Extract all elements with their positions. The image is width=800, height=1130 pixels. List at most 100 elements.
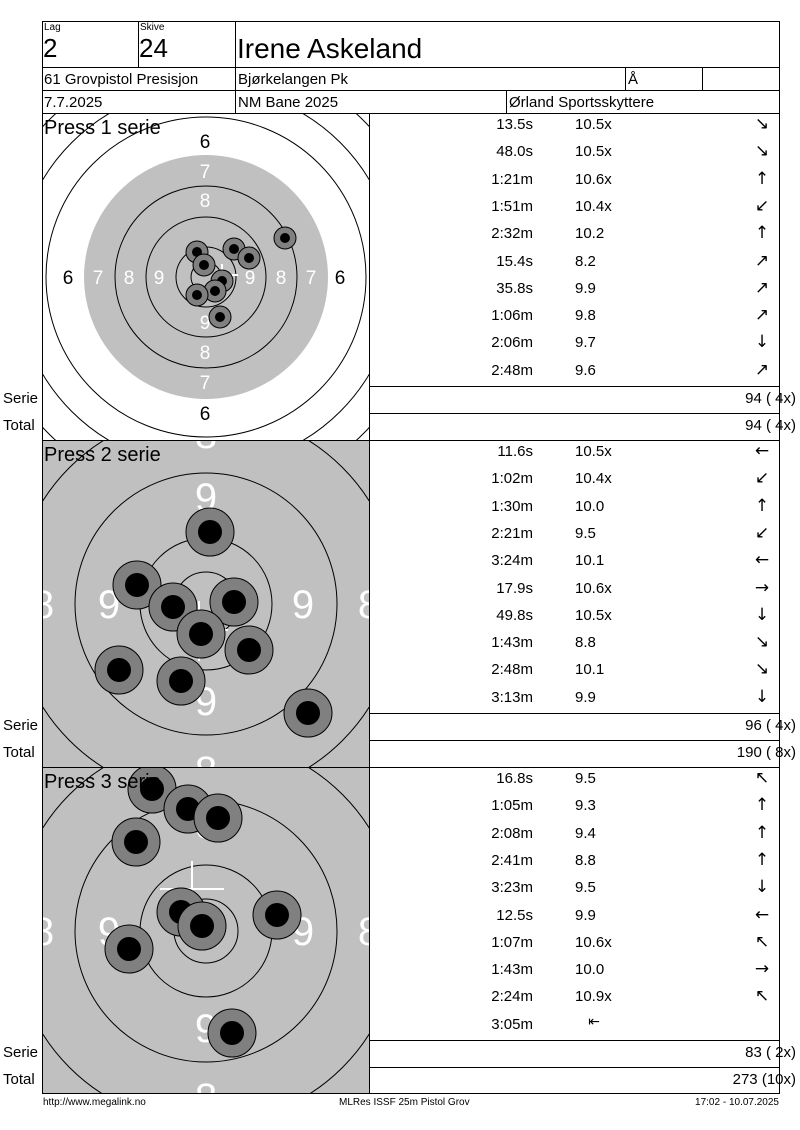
svg-text:8: 8 bbox=[200, 343, 211, 364]
event-name: NM Bane 2025 bbox=[238, 94, 339, 111]
direction-arrow-icon: ↖ bbox=[754, 931, 770, 952]
border bbox=[42, 1093, 780, 1094]
direction-arrow-icon: ↘ bbox=[754, 659, 770, 680]
shot-score: 9.9 bbox=[575, 906, 596, 924]
shot-time: 48.0s bbox=[496, 143, 533, 161]
skive-label: Skive bbox=[140, 22, 165, 33]
svg-text:7: 7 bbox=[306, 268, 317, 289]
shot-time: 2:48m bbox=[491, 361, 533, 379]
target-rings bbox=[43, 114, 369, 440]
direction-arrow-icon: ↑ bbox=[754, 168, 770, 189]
shot-time: 2:24m bbox=[491, 988, 533, 1006]
direction-arrow-icon: ← bbox=[754, 550, 770, 571]
shooter-name: Irene Askeland bbox=[237, 33, 423, 64]
shot-hole bbox=[176, 609, 226, 659]
shot-time: 2:48m bbox=[491, 661, 533, 679]
svg-text:6: 6 bbox=[200, 404, 211, 425]
svg-text:7: 7 bbox=[200, 162, 211, 183]
direction-arrow-icon: ← bbox=[754, 441, 770, 461]
shot-score: 9.8 bbox=[575, 307, 596, 325]
shot-hole bbox=[192, 253, 216, 277]
svg-text:8: 8 bbox=[200, 191, 211, 212]
border bbox=[138, 21, 139, 67]
shot-hole bbox=[185, 507, 235, 557]
border bbox=[369, 386, 780, 387]
shot-time: 2:06m bbox=[491, 334, 533, 352]
shot-score: 10.6x bbox=[575, 933, 612, 951]
svg-text:8: 8 bbox=[195, 441, 217, 457]
shot-score: 9.5 bbox=[575, 524, 596, 542]
date: 7.7.2025 bbox=[44, 94, 103, 111]
direction-arrow-icon: → bbox=[754, 959, 770, 980]
shot-hole bbox=[252, 890, 302, 940]
shot-time: 15.4s bbox=[496, 252, 533, 270]
shot-time: 3:24m bbox=[491, 552, 533, 570]
border bbox=[369, 413, 780, 414]
direction-arrow-icon: ↙ bbox=[754, 468, 770, 489]
shot-score: 10.9x bbox=[575, 988, 612, 1006]
shot-time: 17.9s bbox=[496, 579, 533, 597]
direction-arrow-icon: ↘ bbox=[754, 114, 770, 134]
shot-score: 10.4x bbox=[575, 470, 612, 488]
series-title: Press 2 serie bbox=[44, 444, 161, 466]
total-label: Total bbox=[3, 1071, 35, 1088]
direction-arrow-icon: ← bbox=[754, 904, 770, 925]
shot-time: 13.5s bbox=[496, 116, 533, 133]
club-name: Bjørkelangen Pk bbox=[238, 71, 349, 88]
direction-arrow-icon: ↖ bbox=[754, 986, 770, 1007]
total-label: Total bbox=[3, 417, 35, 434]
shot-score: 8.8 bbox=[575, 851, 596, 869]
shot-time: 3:23m bbox=[491, 879, 533, 897]
target-3: 9 9 9 9 8 8 8 Press 3 serie bbox=[43, 768, 369, 1093]
footer-app: MLRes ISSF 25m Pistol Grov bbox=[339, 1097, 470, 1108]
total-value: 273 (10x) bbox=[732, 1071, 796, 1088]
direction-arrow-icon: ↑ bbox=[754, 223, 770, 244]
svg-text:9: 9 bbox=[245, 268, 256, 289]
shot-score: 10.0 bbox=[575, 961, 605, 979]
column-divider bbox=[369, 113, 370, 1093]
direction-arrow-icon: ↓ bbox=[754, 332, 770, 353]
shot-holes bbox=[104, 768, 302, 1058]
shot-score: 10.5x bbox=[575, 606, 612, 624]
shot-time: 1:21m bbox=[491, 170, 533, 188]
shot-time: 1:06m bbox=[491, 307, 533, 325]
serie-label: Serie bbox=[3, 1044, 39, 1061]
shot-score: 8.8 bbox=[575, 634, 596, 652]
svg-text:6: 6 bbox=[200, 132, 211, 153]
shot-hole bbox=[104, 924, 154, 974]
serie-value: 83 ( 2x) bbox=[745, 1044, 796, 1061]
direction-arrow-icon: ↑ bbox=[754, 795, 770, 816]
border bbox=[42, 21, 43, 1093]
border bbox=[235, 21, 236, 113]
target-1: 6 7 8 6 7 8 9 9 8 7 6 9 8 7 6 Press 1 se… bbox=[43, 114, 369, 440]
shot-score: 9.7 bbox=[575, 334, 596, 352]
footer-timestamp: 17:02 - 10.07.2025 bbox=[695, 1097, 779, 1108]
total-value: 94 ( 4x) bbox=[745, 417, 796, 434]
svg-text:7: 7 bbox=[200, 373, 211, 394]
shot-score: 10.5x bbox=[575, 116, 612, 133]
shot-time: 3:05m bbox=[491, 1015, 533, 1033]
shot-score: 10.4x bbox=[575, 197, 612, 215]
direction-arrow-icon: ↑ bbox=[754, 495, 770, 516]
direction-arrow-icon: ↘ bbox=[754, 141, 770, 162]
shot-hole bbox=[207, 1008, 257, 1058]
extra-field: Å bbox=[628, 71, 639, 88]
direction-arrow-icon: ↓ bbox=[754, 686, 770, 707]
shot-score: 10.1 bbox=[575, 661, 605, 679]
svg-text:8: 8 bbox=[358, 910, 369, 954]
shot-score: 9.5 bbox=[575, 879, 596, 897]
shot-time: 2:41m bbox=[491, 851, 533, 869]
shot-holes bbox=[94, 507, 333, 738]
direction-arrow-icon: ↓ bbox=[754, 877, 770, 898]
shot-hole bbox=[156, 656, 206, 706]
series-title: Press 3 serie bbox=[44, 771, 161, 793]
border bbox=[369, 1067, 780, 1068]
shot-score: 9.6 bbox=[575, 361, 596, 379]
total-value: 190 ( 8x) bbox=[736, 744, 796, 761]
border bbox=[506, 90, 507, 113]
shot-hole bbox=[203, 279, 227, 303]
border bbox=[779, 21, 780, 1093]
shot-hole bbox=[127, 768, 177, 814]
svg-text:7: 7 bbox=[93, 268, 104, 289]
direction-arrow-icon: ↗ bbox=[754, 277, 770, 298]
